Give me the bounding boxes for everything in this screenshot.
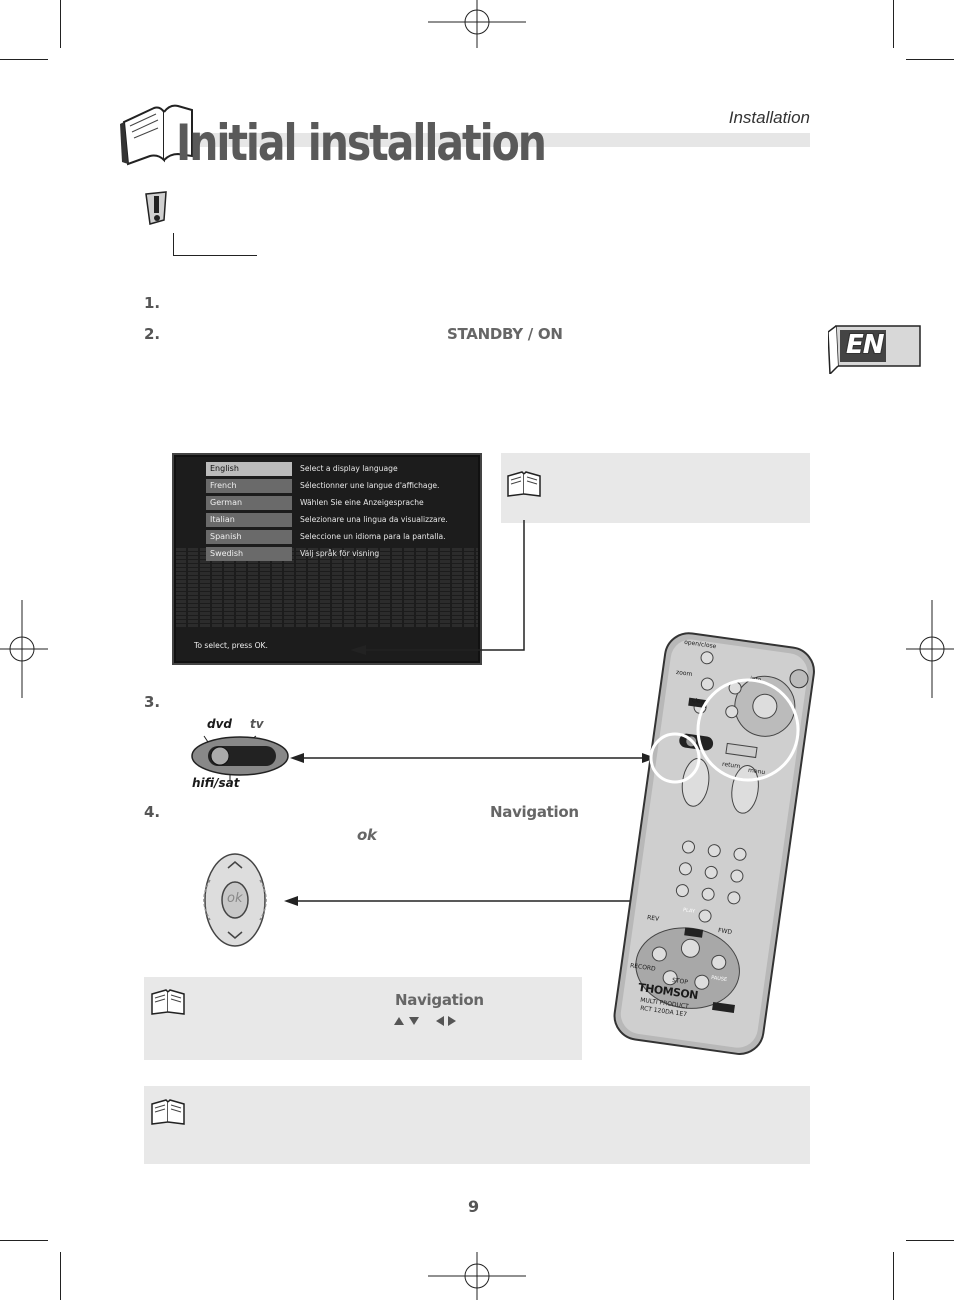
tv-hint-text: To select, press OK. [194,641,268,650]
crop-mark [906,1240,954,1241]
note-box-bottom [144,1086,810,1164]
menu-language-item[interactable]: Spanish [206,530,292,544]
step-2-number: 2. [144,325,161,343]
book-icon [120,104,193,166]
warning-rule-v [173,233,174,256]
crop-mark [60,1252,61,1300]
crop-mark [893,1252,894,1300]
crop-mark [0,59,48,60]
warning-icon [145,191,167,225]
switch-to-remote-arrow [290,753,656,763]
step-4-keyword: Navigation [490,803,579,821]
note-book-icon [151,989,185,1015]
note-navigation-keyword: Navigation [395,991,484,1009]
remote-highlight [649,678,800,784]
page-number: 9 [468,1197,480,1216]
note-book-icon [151,1099,185,1125]
dpad-to-remote-arrow [284,896,650,906]
registration-target-right [906,600,954,698]
menu-language-description: Select a display language [300,464,398,473]
remote-rev[interactable]: REV [646,914,660,923]
registration-target-bottom [428,1252,526,1300]
menu-language-item[interactable]: German [206,496,292,510]
navigation-dpad[interactable] [190,850,280,950]
menu-language-item[interactable]: English [206,462,292,476]
step-4-ok-keyword: ok [357,826,377,844]
menu-language-description: Selezionare una lingua da visualizzare. [300,515,448,524]
language-tab-label: EN [846,330,885,360]
menu-language-description: Wählen Sie eine Anzeigesprache [300,498,424,507]
menu-language-description: Sélectionner une langue d'affichage. [300,481,440,490]
menu-language-item[interactable]: Swedish [206,547,292,561]
connector-arrow [350,520,525,655]
dpad-ok-label: ok [227,891,243,906]
menu-language-item[interactable]: Italian [206,513,292,527]
mode-switch[interactable] [190,730,290,780]
remote-control [613,632,815,1055]
warning-rule-h [173,255,257,256]
step-2-keyword: STANDBY / ON [447,325,563,343]
title-band [188,133,810,147]
section-label: Installation [728,108,810,127]
step-3-number: 3. [144,693,161,711]
mode-tv-label: tv [250,717,264,731]
mode-hifi-label: hifi/sat [192,776,240,790]
menu-language-item[interactable]: French [206,479,292,493]
menu-language-description: Välj språk för visning [300,549,380,558]
step-1-number: 1. [144,294,161,312]
crop-mark [0,1240,48,1241]
note-book-icon [507,471,541,497]
arrow-keys-icon [394,1016,456,1026]
crop-mark [893,0,894,48]
mode-dvd-label: dvd [207,717,233,731]
language-tab [828,325,921,374]
registration-target-top [428,0,526,48]
crop-mark [60,0,61,48]
tv-screen: English Select a display language French… [176,457,478,661]
note-box-screen [501,453,810,523]
page-title: Initial installation [176,114,547,172]
note-box-navigation [144,977,582,1060]
crop-mark [906,59,954,60]
menu-language-description: Seleccione un idioma para la pantalla. [300,532,446,541]
registration-target-left [0,600,48,698]
step-4-number: 4. [144,803,161,821]
